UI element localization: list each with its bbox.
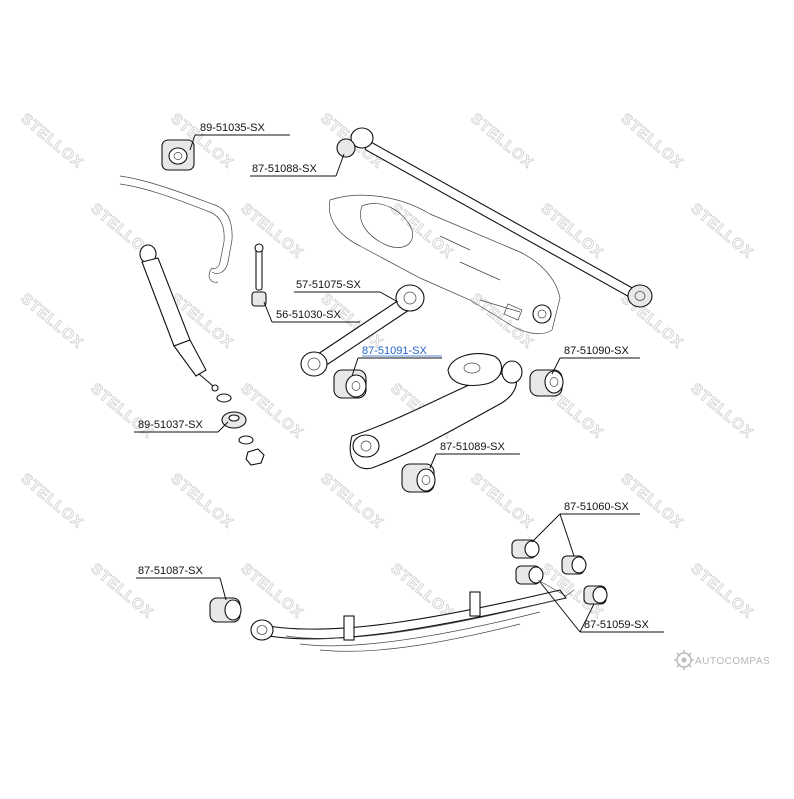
part-label[interactable]: 56-51030-SX [276, 309, 341, 321]
part-label[interactable]: 87-51087-SX [138, 565, 203, 577]
watermark-text: STELLOX [687, 380, 756, 442]
spring-eye-bushing-drawing [209, 597, 242, 623]
shock-absorber-drawing [139, 244, 219, 392]
part-label-highlighted[interactable]: 87-51091-SX [362, 345, 427, 357]
stabilizer-bar-drawing [119, 175, 233, 283]
part-label[interactable]: 57-51075-SX [296, 279, 361, 291]
arm-bushing-right-drawing [529, 369, 564, 397]
watermark-text: STELLOX [687, 200, 756, 262]
axle-housing-drawing [328, 194, 561, 334]
watermark-text: STELLOX [17, 470, 86, 532]
part-label[interactable]: 87-51089-SX [440, 441, 505, 453]
watermark-text: STELLOX [467, 110, 536, 172]
mount-washer-drawing [216, 393, 265, 466]
leader-lines [134, 134, 664, 633]
watermark-text: STELLOX [167, 470, 236, 532]
part-label[interactable]: 87-51088-SX [252, 163, 317, 175]
watermark-text: STELLOX [317, 470, 386, 532]
watermark-text: STELLOX [237, 560, 306, 622]
brand-name: AUTOCOMPAS [695, 656, 770, 667]
watermark-text: STELLOX [467, 470, 536, 532]
part-labels: 89-51035-SX 87-51088-SX 57-51075-SX 56-5… [138, 122, 649, 631]
part-label[interactable]: 89-51037-SX [138, 419, 203, 431]
part-label[interactable]: 87-51059-SX [584, 619, 649, 631]
arm-bushing-lower-drawing [401, 463, 436, 493]
watermark-text: STELLOX [17, 110, 86, 172]
gear-icon [674, 650, 694, 670]
part-label[interactable]: 87-51060-SX [564, 501, 629, 513]
stabilizer-bushing-drawing [161, 139, 195, 171]
part-label[interactable]: 89-51035-SX [200, 122, 265, 134]
watermark-text: STELLOX [17, 290, 86, 352]
watermark-text: STELLOX [387, 560, 456, 622]
watermark-text: STELLOX [467, 290, 536, 352]
watermark-text: STELLOX [237, 200, 306, 262]
watermark-text: STELLOX [687, 560, 756, 622]
watermark-text: STELLOX [617, 290, 686, 352]
shackle-bushings-drawing [511, 539, 608, 605]
stabilizer-link-drawing [251, 243, 267, 307]
highlighted-bushing-drawing [333, 369, 367, 399]
trailing-arm-drawing [349, 353, 523, 470]
part-label[interactable]: 87-51090-SX [564, 345, 629, 357]
watermark-text: STELLOX [617, 110, 686, 172]
watermark-text: STELLOX [537, 200, 606, 262]
upper-link-drawing [300, 284, 425, 377]
lateral-rod-drawing [336, 127, 653, 308]
watermark-text: STELLOX [237, 380, 306, 442]
watermark-text: STELLOX [87, 380, 156, 442]
leaf-spring-drawing [250, 589, 567, 652]
brand-logo: AUTOCOMPAS [674, 650, 770, 670]
